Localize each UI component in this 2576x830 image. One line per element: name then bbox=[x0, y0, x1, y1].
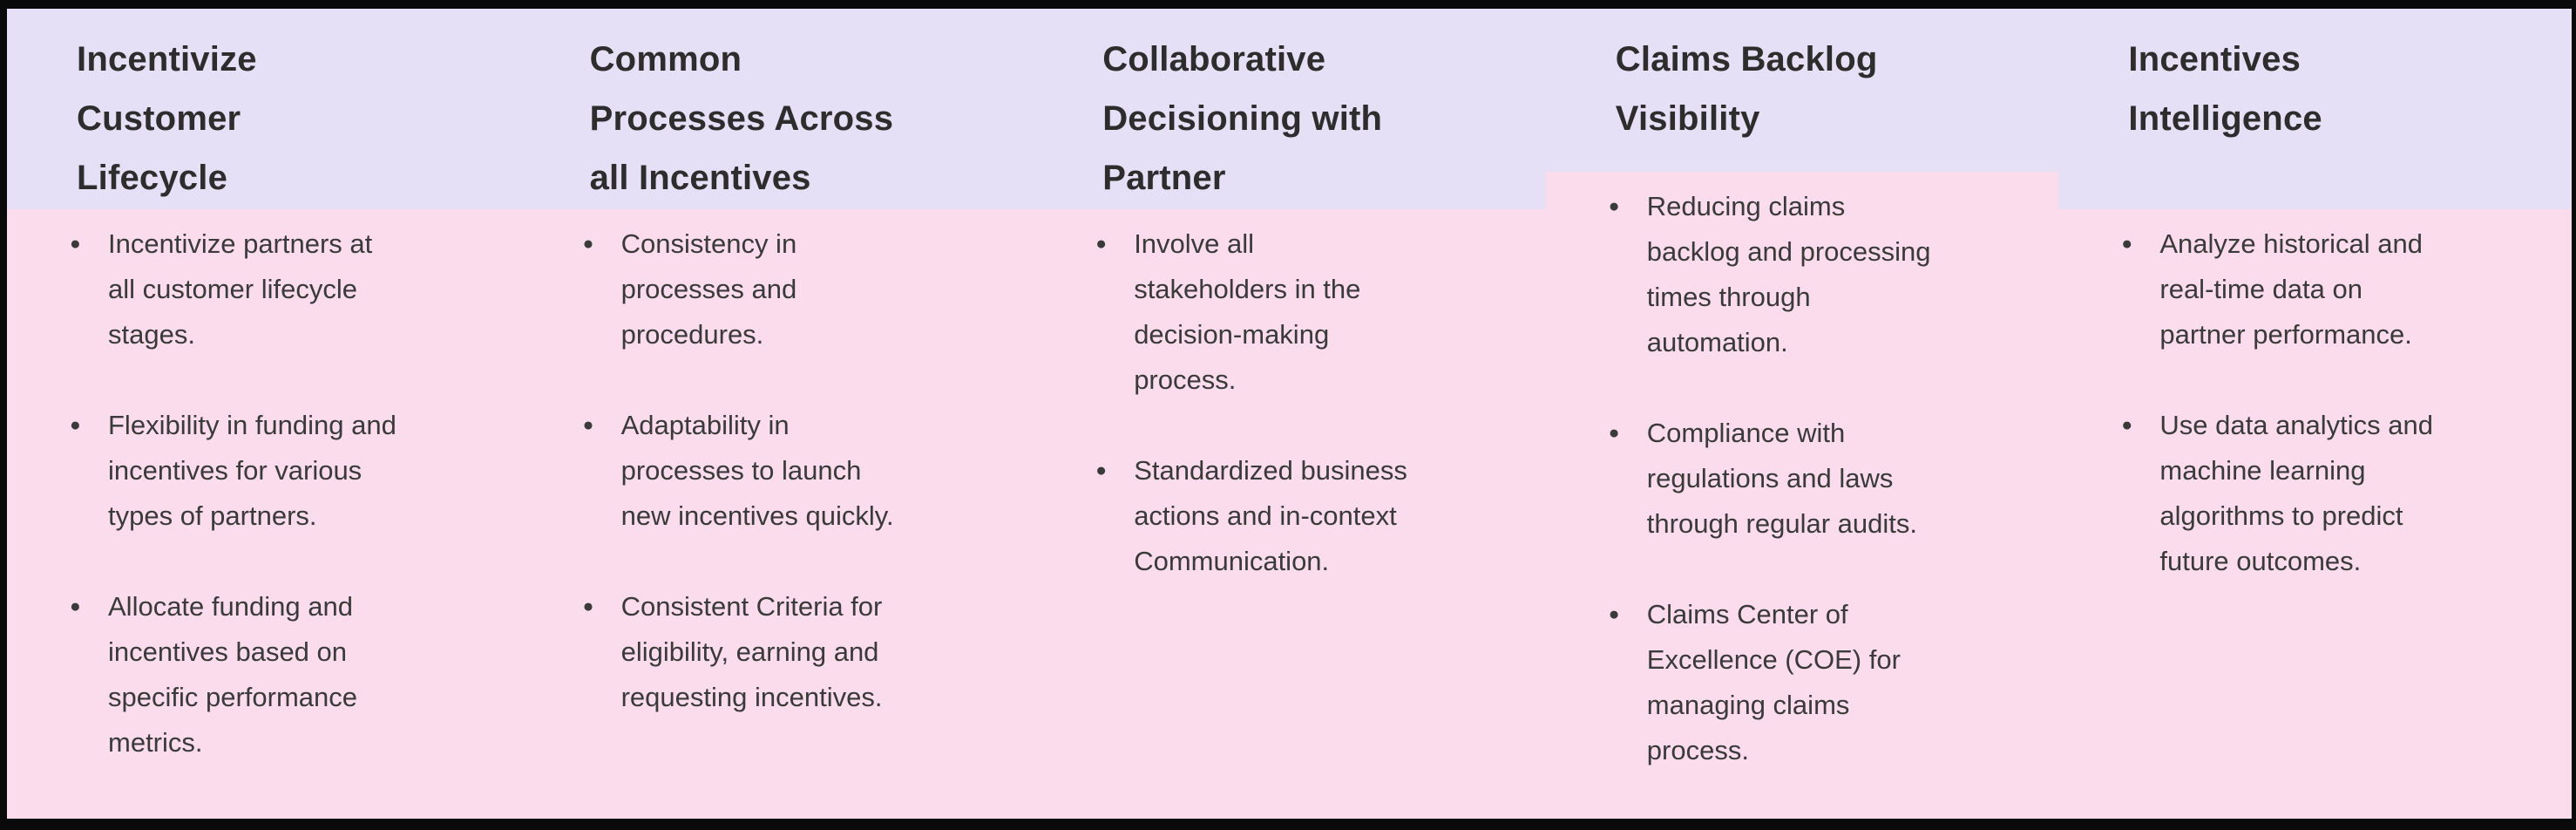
bullet-list: ● Consistency in processes and procedure… bbox=[583, 221, 1016, 720]
bullet-icon: ● bbox=[1608, 196, 1620, 216]
list-item: ● Use data analytics and machine learnin… bbox=[2121, 403, 2554, 584]
column-body-cell: ● Reducing claims backlog and processing… bbox=[1545, 172, 2059, 819]
column-header-cell: Collaborative Decisioning with Partner bbox=[1033, 9, 1546, 209]
column-header-cell: Incentivize Customer Lifecycle bbox=[7, 9, 520, 209]
bullet-icon: ● bbox=[1608, 604, 1620, 624]
table-column-incentives-intelligence: Incentives Intelligence ● Analyze histor… bbox=[2058, 9, 2572, 819]
table-column-common-processes: Common Processes Across all Incentives ●… bbox=[519, 9, 1034, 819]
column-body-cell: ● Incentivize partners at all customer l… bbox=[7, 209, 520, 819]
bullet-text: Consistent Criteria for eligibility, ear… bbox=[620, 591, 883, 712]
column-body-cell: ● Consistency in processes and procedure… bbox=[519, 209, 1034, 819]
table-column-claims-backlog-visibility: Claims Backlog Visibility ● Reducing cla… bbox=[1545, 9, 2059, 819]
table-column-collaborative-decisioning: Collaborative Decisioning with Partner ●… bbox=[1033, 9, 1546, 819]
list-item: ● Analyze historical and real-time data … bbox=[2121, 221, 2554, 357]
bullet-text: Incentivize partners at all customer lif… bbox=[108, 228, 373, 350]
list-item: ● Consistent Criteria for eligibility, e… bbox=[583, 584, 1016, 720]
bullet-icon: ● bbox=[70, 596, 81, 616]
column-header-cell: Incentives Intelligence bbox=[2058, 9, 2572, 209]
list-item: ● Reducing claims backlog and processing… bbox=[1609, 184, 2042, 365]
bullet-icon: ● bbox=[1608, 423, 1620, 443]
column-header-text: Common Processes Across all Incentives bbox=[589, 40, 894, 197]
bullet-text: Consistency in processes and procedures. bbox=[620, 228, 797, 350]
column-header-text: Collaborative Decisioning with Partner bbox=[1102, 40, 1383, 197]
bullet-text: Allocate funding and incentives based on… bbox=[108, 591, 358, 758]
bullet-icon: ● bbox=[582, 596, 594, 616]
list-item: ● Adaptability in processes to launch ne… bbox=[583, 403, 1016, 539]
bullet-text: Claims Center of Excellence (COE) for ma… bbox=[1646, 599, 1901, 765]
bullet-text: Involve all stakeholders in the decision… bbox=[1134, 228, 1361, 395]
bullet-text: Standardized business actions and in-con… bbox=[1134, 455, 1407, 576]
column-header-cell: Common Processes Across all Incentives bbox=[519, 9, 1034, 209]
list-item: ● Incentivize partners at all customer l… bbox=[70, 221, 503, 357]
list-item: ● Compliance with regulations and laws t… bbox=[1609, 411, 2042, 547]
list-item: ● Consistency in processes and procedure… bbox=[583, 221, 1016, 357]
list-item: ● Claims Center of Excellence (COE) for … bbox=[1609, 592, 2042, 773]
list-item: ● Involve all stakeholders in the decisi… bbox=[1095, 221, 1529, 403]
bullet-icon: ● bbox=[582, 415, 594, 435]
column-header-text: Incentivize Customer Lifecycle bbox=[77, 40, 257, 197]
bullet-text: Analyze historical and real-time data on… bbox=[2159, 228, 2423, 350]
bullet-icon: ● bbox=[2121, 234, 2133, 254]
bullet-list: ● Involve all stakeholders in the decisi… bbox=[1095, 221, 1529, 584]
bullet-text: Use data analytics and machine learning … bbox=[2159, 410, 2434, 576]
column-header-cell: Claims Backlog Visibility bbox=[1545, 9, 2059, 172]
list-item: ● Standardized business actions and in-c… bbox=[1095, 448, 1529, 584]
table-column-incentivize-customer-lifecycle: Incentivize Customer Lifecycle ● Incenti… bbox=[7, 9, 520, 819]
bullet-text: Reducing claims backlog and processing t… bbox=[1646, 191, 1931, 357]
bullet-list: ● Reducing claims backlog and processing… bbox=[1609, 184, 2042, 773]
bullet-icon: ● bbox=[70, 415, 81, 435]
list-item: ● Allocate funding and incentives based … bbox=[70, 584, 503, 765]
bullet-icon: ● bbox=[1095, 234, 1107, 254]
bullet-text: Adaptability in processes to launch new … bbox=[620, 410, 894, 531]
column-body-cell: ● Involve all stakeholders in the decisi… bbox=[1033, 209, 1546, 819]
bullet-list: ● Analyze historical and real-time data … bbox=[2121, 221, 2554, 584]
bullet-icon: ● bbox=[2121, 415, 2133, 435]
column-body-cell: ● Analyze historical and real-time data … bbox=[2058, 209, 2572, 819]
bullet-list: ● Incentivize partners at all customer l… bbox=[70, 221, 503, 765]
list-item: ● Flexibility in funding and incentives … bbox=[70, 403, 503, 539]
column-header-text: Incentives Intelligence bbox=[2128, 40, 2322, 138]
column-header-text: Claims Backlog Visibility bbox=[1615, 40, 1878, 138]
bullet-icon: ● bbox=[70, 234, 81, 254]
bullet-text: Compliance with regulations and laws thr… bbox=[1646, 418, 1917, 539]
bullet-icon: ● bbox=[1095, 460, 1107, 480]
bullet-icon: ● bbox=[582, 234, 594, 254]
bullet-text: Flexibility in funding and incentives fo… bbox=[108, 410, 397, 531]
